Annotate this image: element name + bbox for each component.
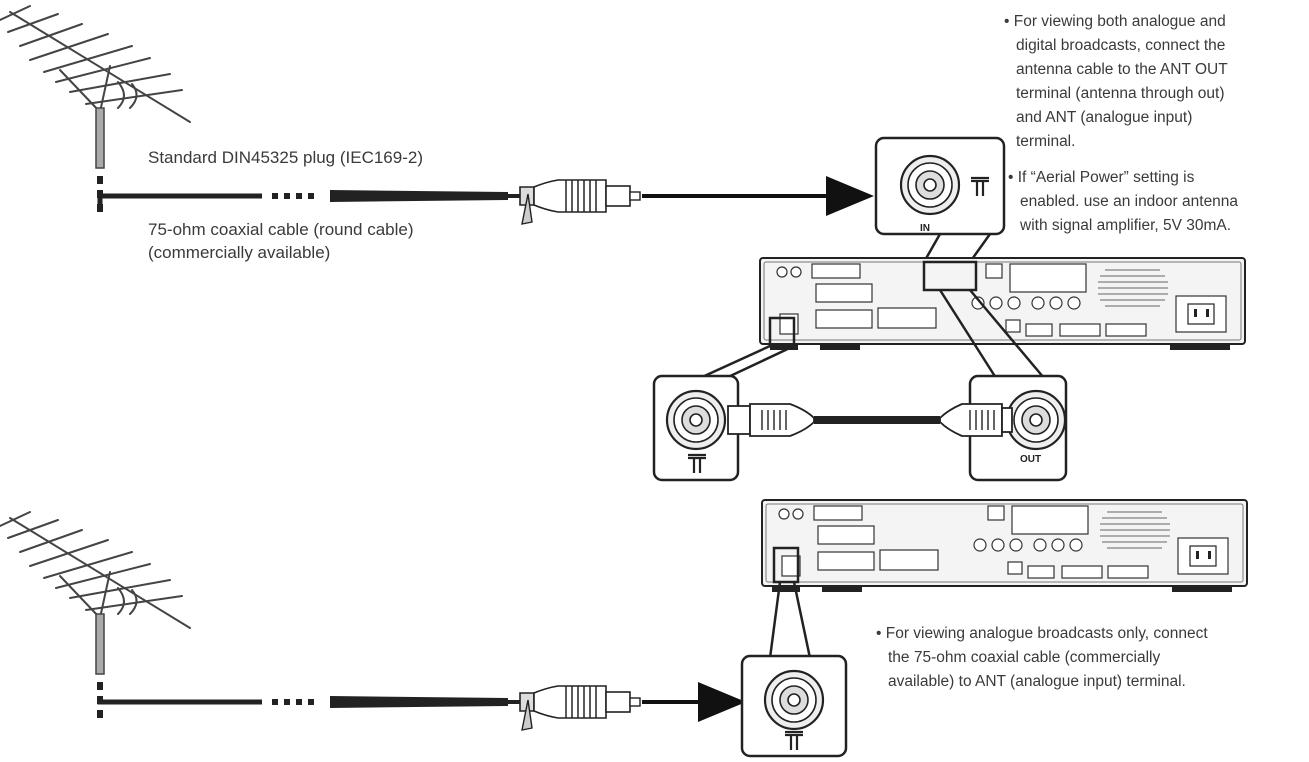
bottom-note-line: • For viewing analogue broadcasts only, … xyxy=(876,625,1208,642)
cable-break-dots xyxy=(272,699,314,705)
coaxial-cable xyxy=(97,699,262,705)
cable-label-line2: (commercially available) xyxy=(148,243,330,262)
ant-terminal-icon xyxy=(763,669,825,731)
ant-terminal-icon xyxy=(665,389,727,451)
top-note-line: terminal (antenna through out) xyxy=(1016,85,1225,102)
cable-label-line1: 75-ohm coaxial cable (round cable) xyxy=(148,220,414,239)
cable-break-dots xyxy=(272,193,314,199)
recorder-rear-panel xyxy=(761,499,1248,593)
coaxial-plug-icon xyxy=(505,685,641,731)
antenna-icon xyxy=(0,511,191,719)
loop-cable xyxy=(727,403,1013,437)
in-terminal-label: IN xyxy=(920,223,930,234)
coaxial-cable xyxy=(97,190,262,199)
antenna-icon xyxy=(0,5,191,213)
out-terminal-label: OUT xyxy=(1020,454,1041,465)
ant-terminal-icon xyxy=(899,154,961,216)
top-notes: • For viewing both analogue and digital … xyxy=(1004,13,1238,234)
bottom-note-line: available) to ANT (analogue input) termi… xyxy=(888,673,1186,690)
bottom-note-line: the 75-ohm coaxial cable (commercially xyxy=(888,649,1160,666)
top-note-line: • If “Aerial Power” setting is xyxy=(1008,169,1195,186)
top-note-line: • For viewing both analogue and xyxy=(1004,13,1226,30)
top-note-line: and ANT (analogue input) xyxy=(1016,109,1192,126)
coaxial-plug-icon xyxy=(505,179,641,225)
top-note-line: with signal amplifier, 5V 30mA. xyxy=(1019,217,1231,234)
plug-label: Standard DIN45325 plug (IEC169-2) xyxy=(148,148,423,167)
top-note-line: antenna cable to the ANT OUT xyxy=(1016,61,1228,78)
top-note-line: enabled. use an indoor antenna xyxy=(1020,193,1238,210)
recorder-rear-panel xyxy=(759,257,1246,351)
top-note-line: digital broadcasts, connect the xyxy=(1016,37,1225,54)
bottom-notes: • For viewing analogue broadcasts only, … xyxy=(876,625,1208,690)
top-note-line: terminal. xyxy=(1016,133,1075,150)
ant-out-terminal-icon xyxy=(1005,389,1067,451)
